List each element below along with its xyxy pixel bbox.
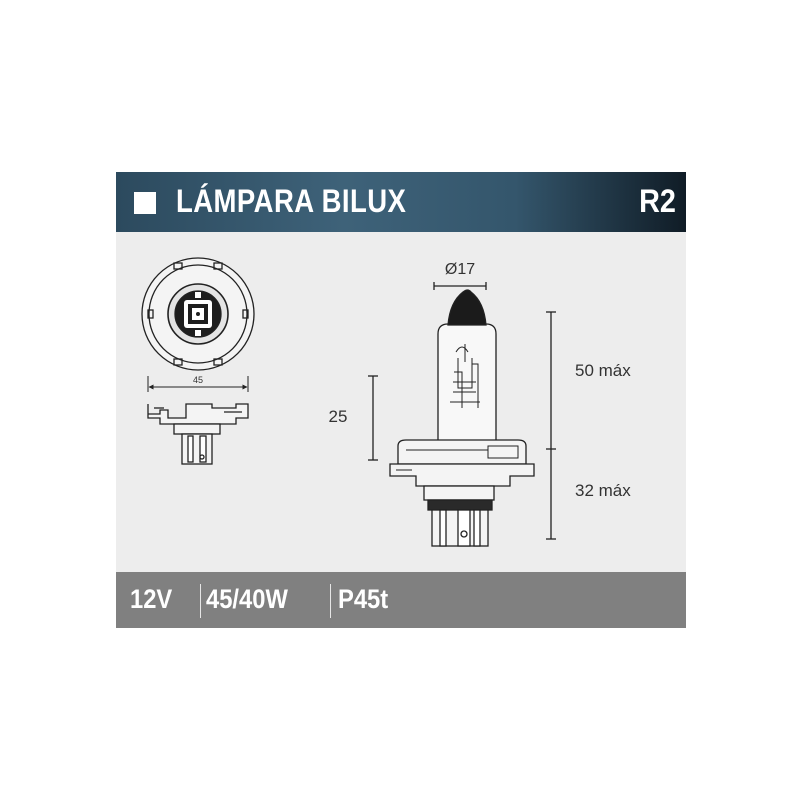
wattage-spec: 45/40W	[206, 584, 288, 614]
lamp-side-view-icon	[389, 289, 535, 547]
front-width-label: 45	[193, 375, 203, 385]
product-card: LÁMPARA BILUX R2	[116, 172, 686, 628]
card-header: LÁMPARA BILUX R2	[116, 172, 686, 232]
height-right-dimension	[546, 311, 556, 540]
spec-divider	[330, 584, 331, 618]
diameter-label: Ø17	[445, 261, 475, 278]
front-width-dimension	[147, 376, 249, 392]
technical-drawing: 45	[141, 257, 631, 547]
spec-bar: 12V 45/40W P45t	[116, 572, 686, 628]
height-left-dimension	[368, 375, 378, 461]
base-spec: P45t	[338, 584, 389, 614]
voltage-spec: 12V	[130, 584, 173, 614]
product-code: R2	[639, 183, 676, 219]
lamp-front-base-icon	[147, 403, 249, 465]
height-top-label: 50 máx	[575, 361, 631, 380]
height-bottom-label: 32 máx	[575, 481, 631, 500]
spec-divider	[200, 584, 201, 618]
product-title: LÁMPARA BILUX	[176, 183, 407, 219]
lamp-front-view-icon	[141, 257, 255, 371]
height-left-label: 25	[329, 407, 348, 426]
white-square-icon	[134, 192, 156, 214]
diameter-dimension	[433, 282, 487, 290]
